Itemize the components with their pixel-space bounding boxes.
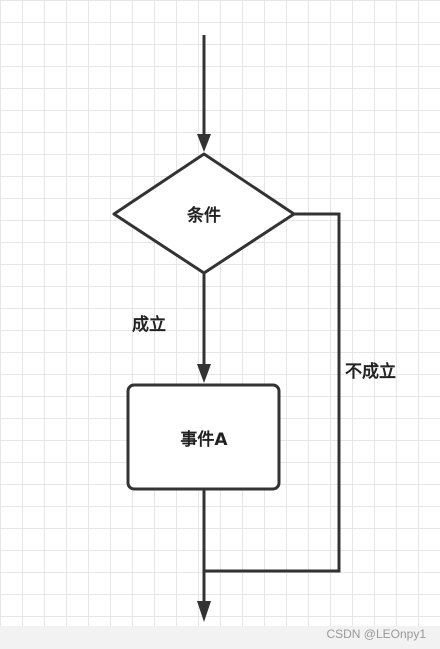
yes-arrowhead bbox=[197, 364, 211, 383]
decision-label: 条件 bbox=[186, 205, 221, 226]
footer-bar bbox=[0, 626, 440, 649]
entry-arrowhead bbox=[197, 134, 211, 152]
watermark: CSDN @LEOnpy1 bbox=[326, 627, 426, 641]
no-connector bbox=[204, 212, 341, 573]
yes-label: 成立 bbox=[132, 314, 166, 335]
process-label: 事件A bbox=[180, 429, 228, 450]
exit-arrowhead bbox=[197, 601, 211, 622]
no-label: 不成立 bbox=[345, 361, 396, 382]
